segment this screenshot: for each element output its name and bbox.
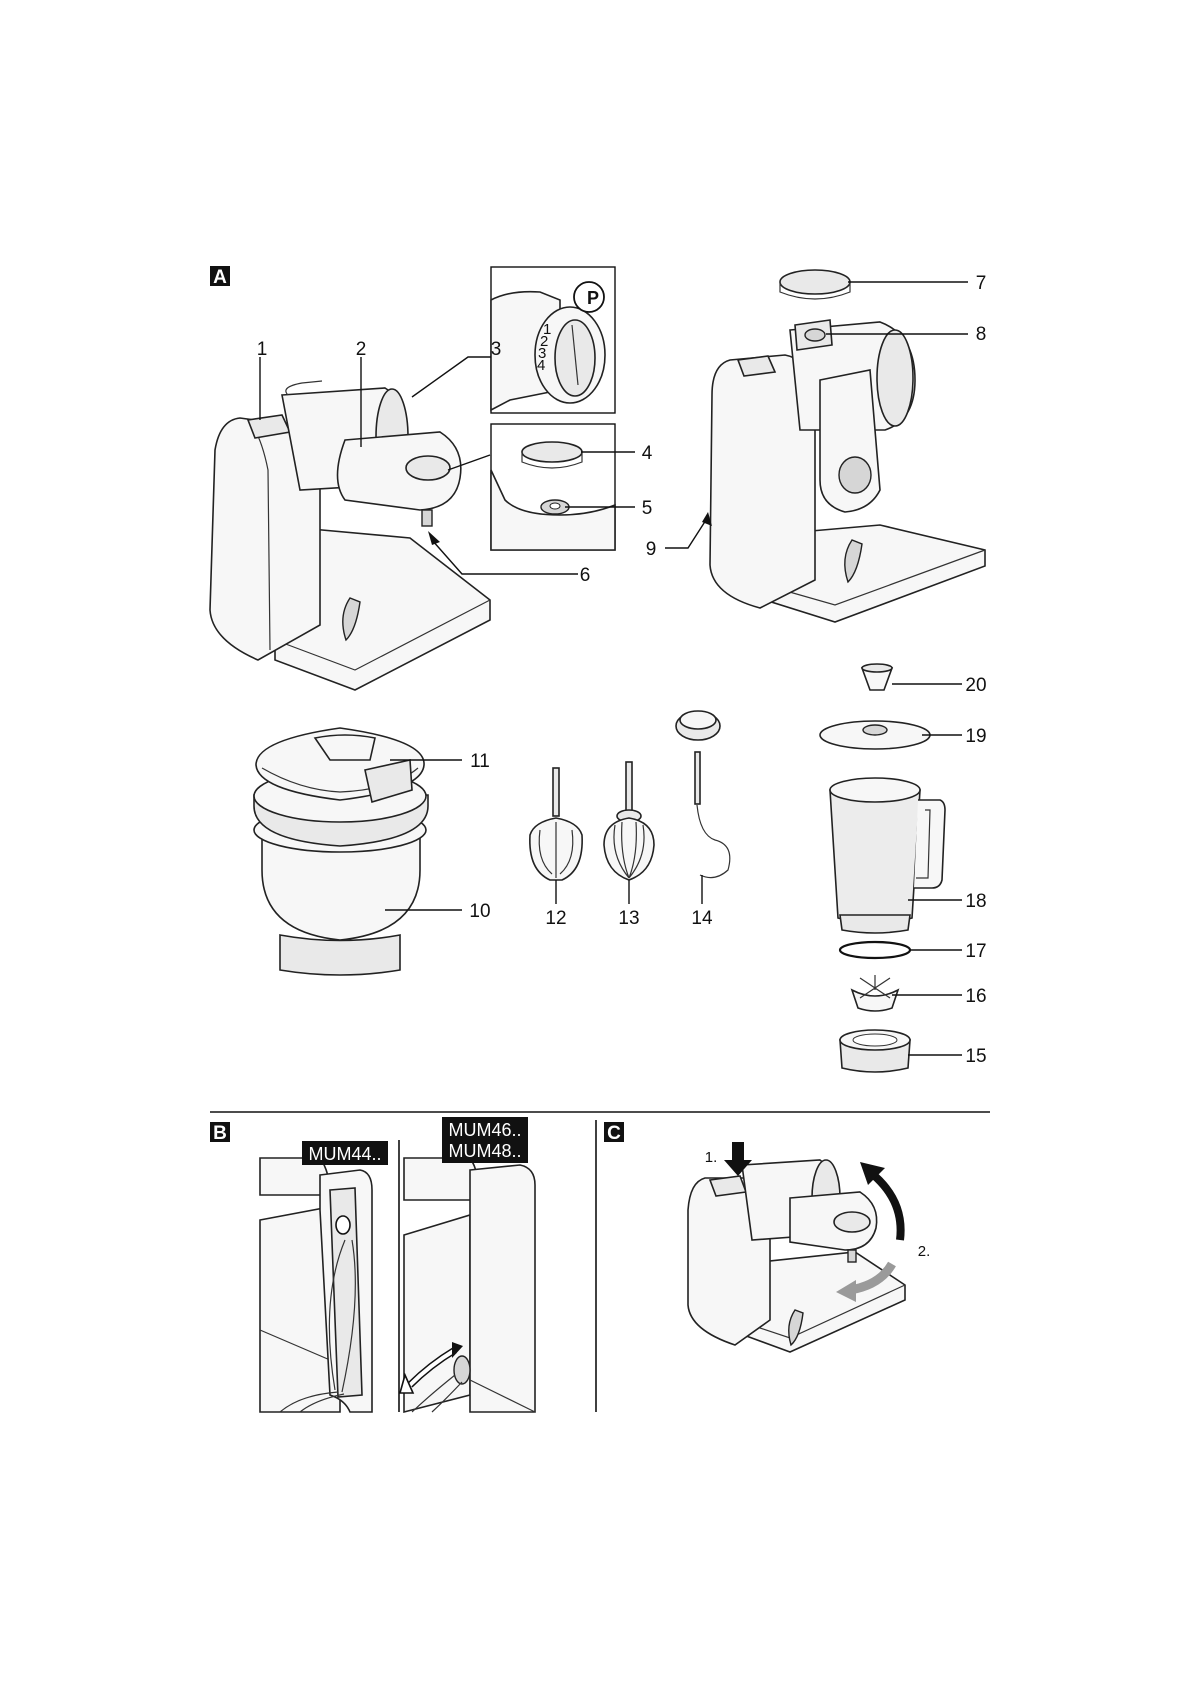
step-2-label: 2.: [918, 1243, 931, 1260]
section-c: C 1. 2.: [604, 1122, 931, 1353]
section-b: B MUM44.. MUM46..: [210, 1117, 536, 1414]
seal-ring: [838, 940, 912, 960]
model-mum46: MUM46..: [448, 1120, 521, 1140]
upright-handle-recess: [844, 539, 863, 584]
section-a-tab: [210, 266, 230, 286]
callout-2: 2: [356, 339, 367, 360]
callout-5: 5: [642, 498, 653, 519]
callout-18: 18: [965, 891, 986, 912]
callout-11: 11: [470, 751, 490, 772]
pulse-symbol-label: P: [587, 288, 599, 308]
base-handle-recess: [342, 597, 361, 642]
dial-scale-1: 1: [543, 321, 551, 338]
blender-parts: [819, 663, 946, 1073]
callout-12: 12: [545, 908, 566, 929]
detail-dial: P 1 2 3 4: [490, 266, 616, 414]
section-c-letter: C: [607, 1123, 621, 1144]
blade-insert: [850, 988, 900, 1012]
callout-9: 9: [646, 539, 657, 560]
model-tag-mum46-48: [442, 1117, 528, 1163]
model-tag-mum44: [302, 1141, 388, 1165]
callout-17: 17: [965, 941, 986, 962]
mixer-upright-view: [709, 269, 986, 623]
callout-15: 15: [965, 1046, 986, 1067]
mixer-main-view: [209, 380, 491, 691]
drive-plate: [336, 431, 462, 511]
detail-drive: [490, 423, 616, 551]
section-a: A P: [209, 266, 987, 1073]
cable-storage-mum44: [259, 1157, 373, 1413]
drive-spindle: [421, 509, 433, 527]
dial-scale-3: 3: [538, 345, 546, 362]
model-mum48: MUM48..: [448, 1141, 521, 1161]
step-1-label: 1.: [705, 1149, 718, 1166]
drive-cover-detail: [521, 441, 583, 463]
callout-20: 20: [965, 675, 986, 696]
section-c-tab: [604, 1122, 624, 1142]
bowl-body: [261, 829, 421, 941]
callout-4: 4: [642, 443, 653, 464]
blender-jug: [829, 789, 921, 924]
drive-plate-cover: [405, 455, 451, 481]
section-b-tab: [210, 1122, 230, 1142]
press-down-arrow-icon: [724, 1142, 752, 1176]
cable-storage-mum46-48: [398, 1157, 536, 1414]
swivel-arm-illustration: [687, 1159, 906, 1353]
callout-14: 14: [691, 908, 713, 929]
callout-13: 13: [618, 908, 639, 929]
dial-scale-2: 2: [540, 333, 548, 350]
drive-8: [804, 328, 826, 342]
drive-cover-7: [779, 269, 851, 295]
callout-16: 16: [965, 986, 986, 1007]
section-b-letter: B: [213, 1123, 227, 1144]
callout-10: 10: [469, 901, 490, 922]
callout-1: 1: [257, 339, 268, 360]
bowl-foot: [279, 934, 401, 976]
callout-7: 7: [976, 273, 987, 294]
tool-beater: [529, 767, 583, 881]
pulse-symbol-icon: [573, 281, 605, 313]
rotate-up-arrow-icon: [867, 1168, 905, 1241]
callout-3: 3: [491, 339, 502, 360]
callout-19: 19: [965, 726, 986, 747]
model-mum44: MUM44..: [308, 1144, 381, 1164]
mixing-bowl: [253, 727, 429, 976]
callout-8: 8: [976, 324, 987, 345]
lid-filler-flap: [364, 759, 413, 804]
tool-whisk: [603, 761, 655, 881]
section-a-letter: A: [213, 267, 227, 288]
callout-6: 6: [580, 565, 591, 586]
tool-kneading-hook: [675, 710, 731, 879]
dial-scale-4: 4: [537, 357, 545, 374]
